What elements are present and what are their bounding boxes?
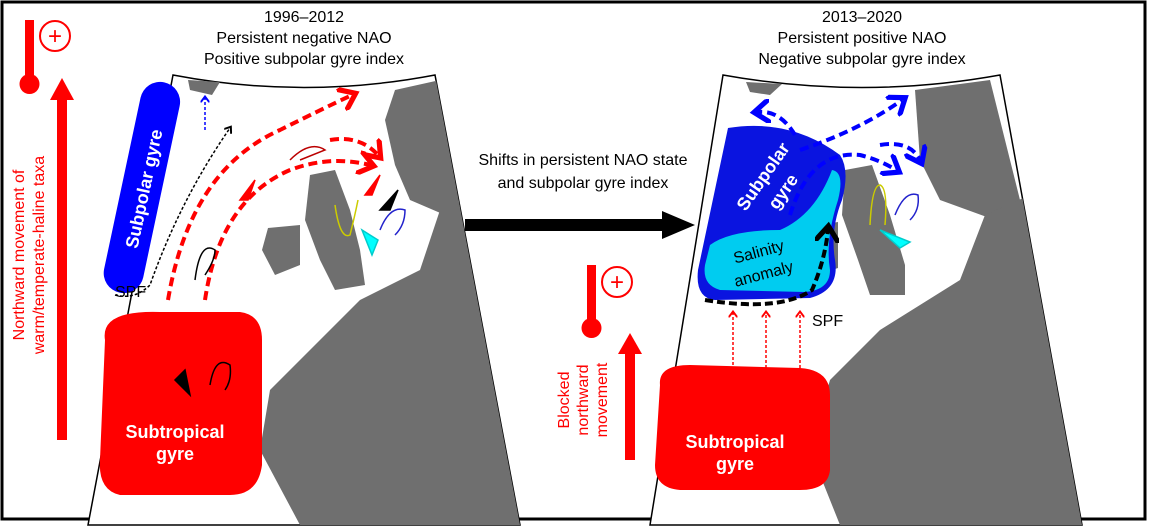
copepod-icon: [209, 361, 232, 391]
plus-circle-icon: [39, 20, 71, 52]
copepod-icon: [289, 145, 327, 161]
copepod-icon: [869, 184, 887, 226]
plus-sign: +: [610, 269, 624, 296]
left-side-label-2: warm/temperate-haline taxa: [31, 156, 48, 355]
copepod-icon: [194, 247, 216, 281]
right-side-label-3: movement: [594, 362, 611, 437]
europe-land: [810, 195, 1082, 525]
subpolar-west-arrow: [758, 112, 797, 137]
plus-sign: +: [48, 23, 62, 50]
spf-flow-arrow: [114, 128, 230, 297]
thermometer-bulb-icon: [581, 318, 602, 338]
northward-arrow-shaft: [57, 98, 67, 440]
great-britain-land: [842, 165, 905, 295]
transition-arrow-shaft: [465, 219, 665, 231]
right-side-label-1: Blocked: [556, 372, 573, 429]
great-britain-land: [305, 170, 365, 290]
right-map: Subpolar gyre Salinity anomaly Subtropic…: [649, 74, 1083, 526]
right-subtropical-label-1: Subtropical: [685, 432, 784, 452]
right-side-label-2: northward: [575, 364, 592, 435]
greenland-tip-land: [746, 82, 782, 95]
thermometer-icon: [587, 265, 596, 320]
right-gyre-index: Negative subpolar gyre index: [758, 51, 965, 68]
left-side-label-1: Northward movement of: [11, 169, 28, 340]
thermometer-icon: [25, 20, 34, 75]
right-land: [746, 80, 1082, 525]
salinity-anomaly-area: [704, 170, 841, 292]
warm-flow-arrow-east: [329, 137, 378, 155]
warm-flow-arrow-northsea: [203, 161, 370, 301]
left-map: Subpolar gyre Subtropical gyre SPF: [87, 74, 521, 526]
copepod-icon: [334, 199, 359, 237]
right-spf-label: SPF: [812, 313, 843, 330]
left-nao-state: Persistent negative NAO: [216, 30, 391, 47]
blocked-arrow-shaft: [625, 352, 635, 460]
left-spf-label: SPF: [115, 284, 146, 301]
right-nao-state: Persistent positive NAO: [778, 30, 947, 47]
transition-arrow-head-icon: [662, 211, 695, 239]
left-warming-indicator: + Northward movement of warm/temperate-h…: [11, 20, 74, 440]
copepod-icon: [894, 193, 920, 221]
dinoflagellate-icon: [363, 174, 381, 196]
warm-flow-arrow-north: [166, 95, 352, 301]
dinoflagellate-icon: [238, 179, 256, 201]
europe-land: [260, 190, 520, 525]
transition-label-1: Shifts in persistent NAO state: [479, 152, 688, 169]
subpolar-north-arrow: [799, 100, 902, 152]
dinoflagellate-icon: [360, 228, 379, 258]
left-period-title: 1996–2012: [264, 9, 344, 26]
right-warming-indicator: + Blocked northward movement: [556, 265, 642, 460]
left-subpolar-gyre: [103, 81, 181, 294]
left-subtropical-gyre: [99, 311, 262, 495]
right-subtropical-label-2: gyre: [716, 454, 754, 474]
dinoflagellate-icon: [378, 189, 399, 211]
ireland-land: [262, 225, 300, 275]
subpolar-northsea-arrow: [879, 142, 920, 160]
copepod-icon: [379, 208, 406, 236]
spf-flow-arrow: [704, 230, 828, 307]
dinoflagellate-icon: [879, 229, 912, 249]
plus-circle-icon: [601, 266, 633, 298]
plankton-icons-left: [173, 145, 406, 398]
greenland-tip-land: [188, 80, 220, 95]
dinoflagellate-icon: [173, 368, 192, 398]
subpolar-east-arrow: [788, 152, 896, 216]
norway-land: [385, 80, 470, 215]
left-gyre-index: Positive subpolar gyre index: [204, 51, 404, 68]
right-period-title: 2013–2020: [822, 9, 902, 26]
northward-arrow-head-icon: [50, 78, 74, 100]
thermometer-bulb-icon: [19, 74, 40, 94]
norway-land: [915, 80, 1020, 220]
left-subtropical-label-1: Subtropical: [125, 422, 224, 442]
left-land: [188, 80, 520, 525]
right-subtropical-gyre: [655, 365, 830, 490]
transition-label-2: and subpolar gyre index: [498, 175, 669, 192]
left-subtropical-label-2: gyre: [156, 444, 194, 464]
blocked-arrow-head-icon: [618, 333, 642, 354]
